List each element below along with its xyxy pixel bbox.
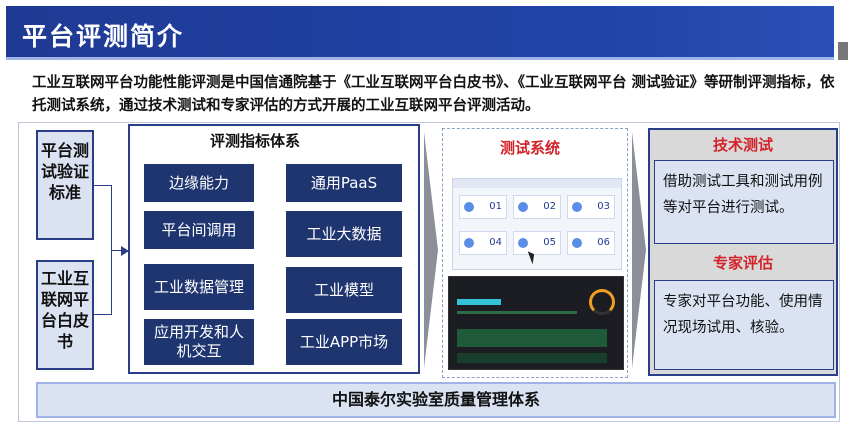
dashboard-screenshot	[448, 276, 624, 370]
metric-model: 工业模型	[286, 267, 402, 313]
metric-data-mgmt: 工业数据管理	[144, 264, 254, 310]
expert-eval-body: 专家对平台功能、使用情况现场试用、核验。	[654, 280, 834, 370]
tile-icon	[518, 202, 528, 212]
tile: 05	[513, 231, 561, 255]
connector-line	[94, 185, 112, 315]
standard-box-verification: 平台测试验证标准	[36, 130, 94, 240]
connector-line	[112, 250, 122, 251]
title-bar: 平台评测简介	[6, 6, 834, 60]
footer-banner: 中国泰尔实验室质量管理体系	[36, 382, 836, 418]
page-title: 平台评测简介	[22, 22, 185, 51]
metric-edge: 边缘能力	[144, 164, 254, 202]
corner-mark	[838, 42, 848, 60]
tile: 06	[567, 231, 615, 255]
flow-arrow-icon	[632, 132, 646, 368]
expert-eval-title: 专家评估	[652, 250, 834, 276]
flow-arrow-icon	[424, 132, 438, 368]
tile: 04	[459, 231, 507, 255]
metric-app-market: 工业APP市场	[286, 319, 402, 365]
metric-app-dev: 应用开发和人机交互	[144, 319, 254, 365]
tile-icon	[518, 238, 528, 248]
diagram-frame	[18, 122, 840, 422]
tile-icon	[464, 238, 474, 248]
metric-bigdata: 工业大数据	[286, 211, 402, 257]
metric-interplatform: 平台间调用	[144, 211, 254, 249]
tech-test-title: 技术测试	[652, 132, 834, 158]
gauge-icon	[589, 289, 615, 315]
metrics-title: 评测指标体系	[210, 132, 301, 150]
tile: 01	[459, 195, 507, 219]
tile-icon	[572, 238, 582, 248]
test-system-screenshot: 01 02 03 04 05 06	[452, 178, 622, 270]
tile-icon	[572, 202, 582, 212]
standard-box-whitepaper: 工业互联网平台白皮书	[36, 260, 94, 370]
test-system-title: 测试系统	[500, 139, 561, 157]
tech-test-body: 借助测试工具和测试用例等对平台进行测试。	[654, 160, 834, 244]
tile-icon	[464, 202, 474, 212]
arrow-icon	[121, 246, 129, 256]
metric-paas: 通用PaaS	[286, 164, 402, 202]
intro-paragraph: 工业互联网平台功能性能评测是中国信通院基于《工业互联网平台白皮书》、《工业互联网…	[32, 75, 835, 114]
tile: 03	[567, 195, 615, 219]
tile: 02	[513, 195, 561, 219]
